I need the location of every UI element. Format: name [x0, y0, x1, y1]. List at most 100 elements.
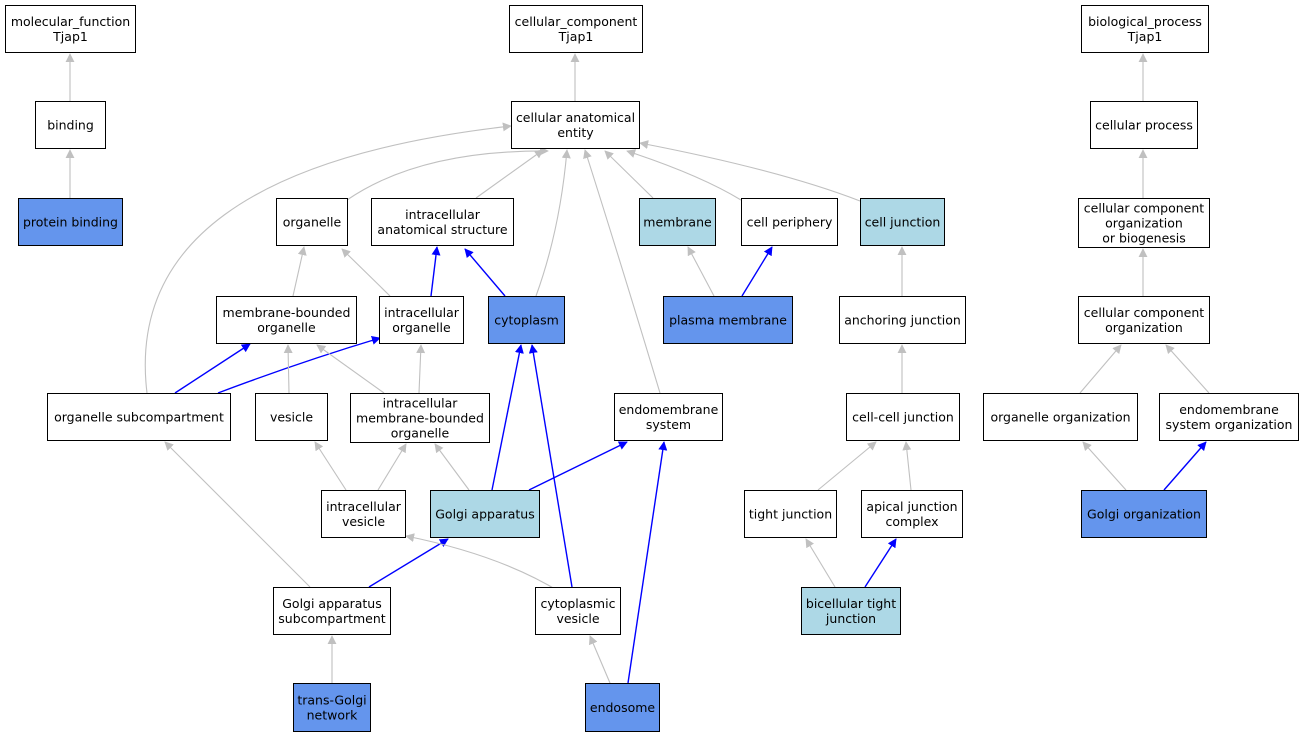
- edge-cytoplasmic-vesicle-to-cytoplasm: [528, 344, 573, 588]
- node-box: [379, 296, 464, 344]
- node-label: organelle: [257, 320, 316, 335]
- edge-vesicle-to-membrane-bounded-organelle: [283, 344, 293, 394]
- edge-plasma-membrane-to-membrane: [687, 246, 715, 297]
- edge-intracellular-membrane-bounded-organelle-to-membrane-bounded-organelle: [316, 344, 385, 394]
- node-label: Golgi organization: [1087, 507, 1201, 522]
- node-box: [983, 393, 1138, 441]
- node-anchoring-junction[interactable]: anchoring junction: [839, 296, 966, 344]
- node-tight-junction[interactable]: tight junction: [744, 490, 837, 538]
- node-box: [1081, 490, 1207, 538]
- node-label: cellular component: [1084, 305, 1204, 320]
- node-membrane[interactable]: membrane: [639, 198, 716, 246]
- node-box: [846, 393, 960, 441]
- node-label: anchoring junction: [844, 313, 961, 328]
- node-label: subcompartment: [278, 611, 385, 626]
- node-cellular-process[interactable]: cellular process: [1090, 101, 1198, 149]
- node-cytoplasm[interactable]: cytoplasm: [488, 296, 565, 344]
- node-box: [276, 198, 348, 246]
- edge-endosome-to-cytoplasmic-vesicle: [589, 635, 611, 684]
- node-label: Tjap1: [1127, 29, 1163, 44]
- node-box: [1159, 393, 1299, 441]
- edge-apical-junction-complex-to-cell-cell-junction: [902, 441, 912, 491]
- node-golgi-apparatus[interactable]: Golgi apparatus: [430, 490, 540, 538]
- edge-endomembrane-system-organization-to-cellular-component-organization: [1165, 344, 1210, 394]
- node-box: [293, 683, 371, 732]
- node-protein-binding[interactable]: protein binding: [18, 198, 123, 246]
- node-binding[interactable]: binding: [35, 101, 106, 149]
- node-box: [511, 101, 640, 149]
- node-label: intracellular: [384, 305, 460, 320]
- node-label: junction: [825, 611, 876, 626]
- node-box: [350, 393, 490, 443]
- node-box: [18, 198, 123, 246]
- edge-golgi-apparatus-subcompartment-to-organelle-subcompartment: [164, 441, 311, 588]
- node-cell-cell-junction[interactable]: cell-cell junction: [846, 393, 960, 441]
- node-box: [585, 683, 660, 732]
- edge-cytoplasm-to-intracellular-anatomical-structure: [464, 248, 506, 297]
- node-label: intracellular: [383, 396, 459, 411]
- edge-organelle-organization-to-cellular-component-organization: [1079, 344, 1122, 394]
- node-box: [801, 587, 901, 635]
- node-vesicle[interactable]: vesicle: [255, 393, 328, 441]
- node-box: [273, 587, 391, 635]
- node-organelle[interactable]: organelle: [276, 198, 348, 246]
- node-box: [255, 393, 328, 441]
- node-label: protein binding: [23, 215, 118, 230]
- edge-membrane-to-cellular-anatomical-entity: [604, 150, 654, 199]
- node-label: plasma membrane: [669, 313, 787, 328]
- node-cell-junction[interactable]: cell junction: [860, 198, 945, 246]
- node-golgi-organization[interactable]: Golgi organization: [1081, 490, 1207, 538]
- node-box: [35, 101, 106, 149]
- node-organelle-organization[interactable]: organelle organization: [983, 393, 1138, 441]
- node-box: [839, 296, 966, 344]
- edge-intracellular-organelle-to-organelle: [341, 248, 391, 297]
- node-label: or biogenesis: [1102, 231, 1186, 246]
- node-label: system: [646, 417, 691, 432]
- edge-membrane-bounded-organelle-to-organelle: [292, 246, 307, 297]
- node-label: organelle: [391, 426, 450, 441]
- node-endosome[interactable]: endosome: [585, 683, 660, 732]
- edge-intracellular-vesicle-to-intracellular-membrane-bounded-organelle: [377, 443, 407, 491]
- node-label: Golgi apparatus: [435, 507, 535, 522]
- node-label: organization: [1105, 216, 1183, 231]
- edge-cell-junction-to-cellular-anatomical-entity: [639, 140, 861, 202]
- node-label: organelle subcompartment: [54, 410, 224, 425]
- edge-bicellular-tight-junction-to-apical-junction-complex: [864, 538, 897, 588]
- node-label: vesicle: [342, 514, 385, 529]
- node-plasma-membrane[interactable]: plasma membrane: [663, 296, 793, 344]
- node-label: trans-Golgi: [297, 693, 366, 708]
- node-label: tight junction: [749, 507, 832, 522]
- node-box: [371, 198, 514, 246]
- edge-golgi-organization-to-endomembrane-system-organization: [1163, 441, 1207, 491]
- node-label: cellular_component: [515, 14, 638, 29]
- edge-cytoplasm-to-cellular-anatomical-entity: [535, 149, 571, 297]
- edge-intracellular-vesicle-to-vesicle: [314, 441, 347, 491]
- node-organelle-subcompartment[interactable]: organelle subcompartment: [47, 393, 231, 441]
- edge-intracellular-membrane-bounded-organelle-to-intracellular-organelle: [416, 344, 426, 394]
- node-label: cytoplasmic: [541, 596, 616, 611]
- edges-layer: [65, 53, 1210, 684]
- node-cell-periphery[interactable]: cell periphery: [741, 198, 838, 246]
- node-box: [1090, 101, 1198, 149]
- edge-golgi-apparatus-to-endomembrane-system: [528, 441, 628, 491]
- edge-organelle-subcompartment-to-cellular-anatomical-entity: [144, 122, 512, 394]
